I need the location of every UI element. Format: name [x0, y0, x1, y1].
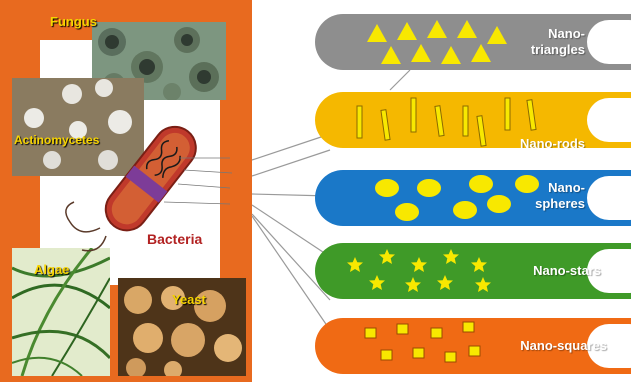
nano-spheres-pill: Nano- spheres — [315, 170, 631, 226]
nano-squares-label: Nano-squares — [520, 338, 607, 354]
nano-stars-pill: Nano-stars — [315, 243, 631, 299]
pill-notch — [587, 98, 631, 142]
nano-stars-label: Nano-stars — [533, 263, 601, 279]
triangle-shapes — [355, 14, 555, 70]
nano-spheres-label-line2: spheres — [535, 196, 585, 212]
nano-squares-label-line1: Nano-squares — [520, 338, 607, 354]
nano-stars-label-line1: Nano-stars — [533, 263, 601, 279]
nano-rods-pill: Nano-rods — [315, 92, 631, 148]
star-shapes — [343, 243, 563, 299]
pill-notch — [587, 176, 631, 220]
nano-squares-pill: Nano-squares — [315, 318, 631, 374]
nano-triangles-label-line2: triangles — [531, 42, 585, 58]
nano-triangles-label: Nano- triangles — [531, 26, 585, 58]
nano-rods-label-line1: Nano-rods — [520, 136, 585, 148]
nano-spheres-label-line1: Nano- — [535, 180, 585, 196]
nano-triangles-pill: Nano- triangles — [315, 14, 631, 70]
nano-rods-label: Nano-rods — [520, 136, 585, 148]
nano-spheres-label: Nano- spheres — [535, 180, 585, 212]
pill-notch — [587, 20, 631, 64]
nano-triangles-label-line1: Nano- — [531, 26, 585, 42]
